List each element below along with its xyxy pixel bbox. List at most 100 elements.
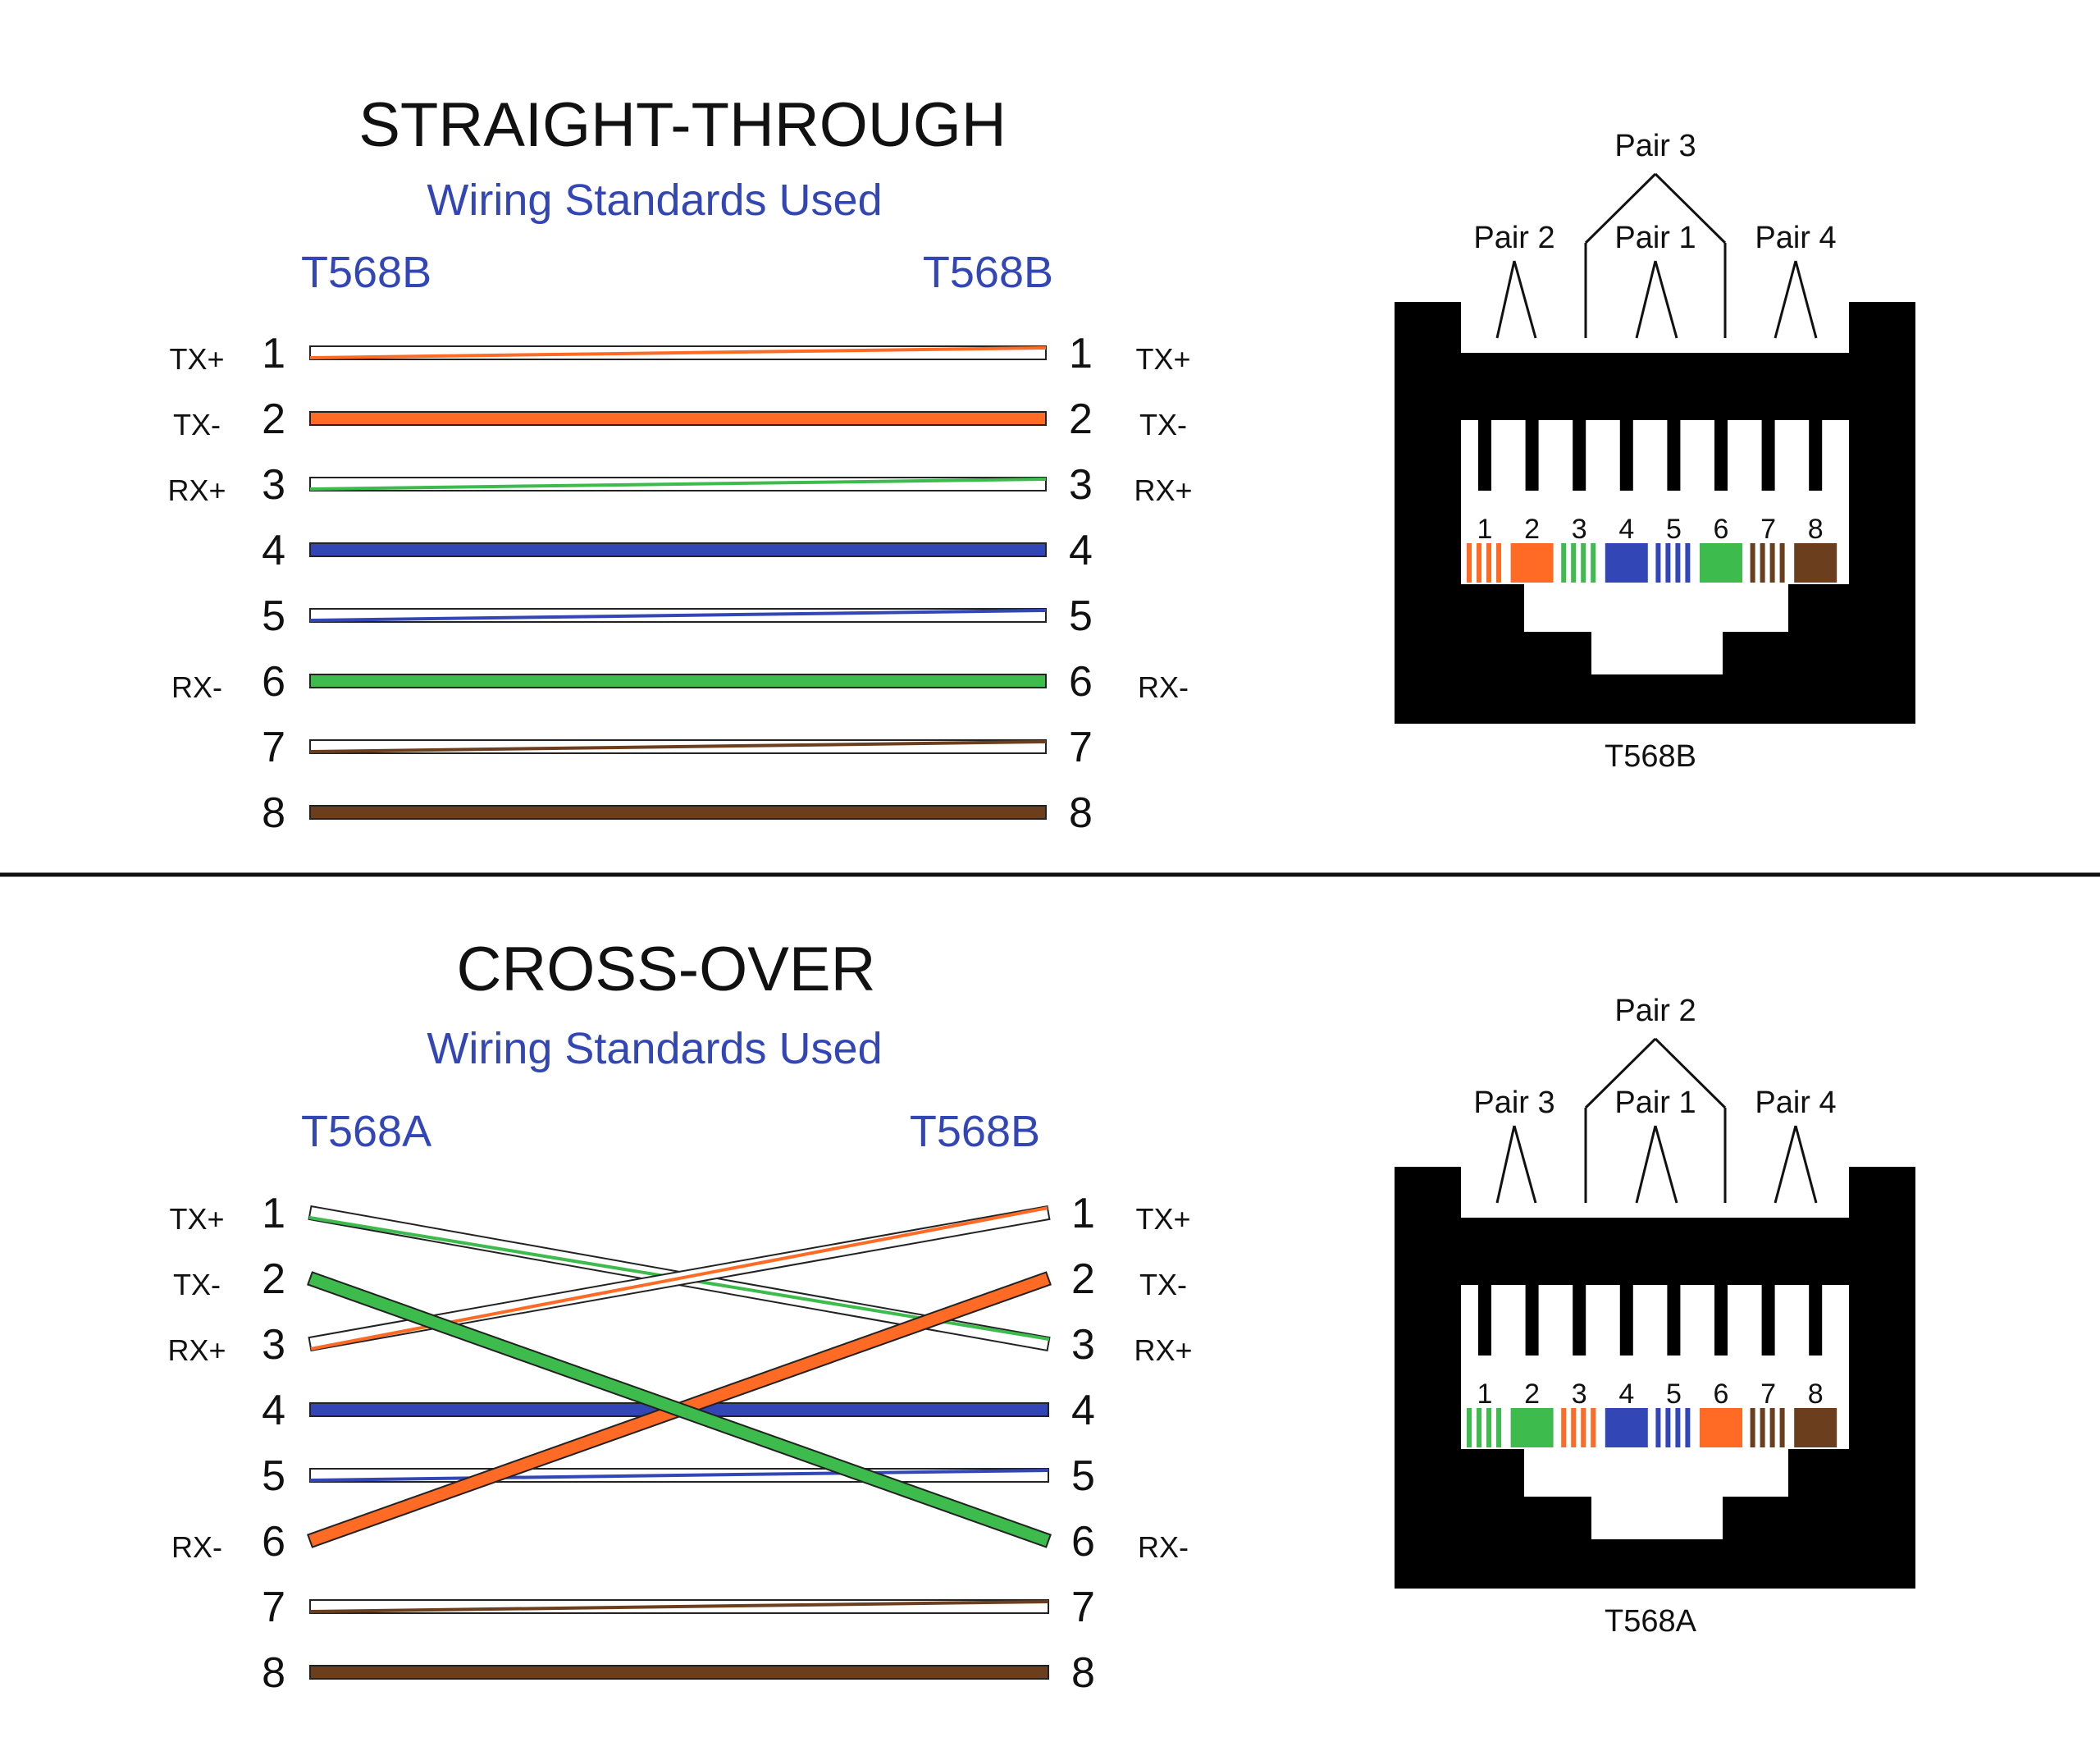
wire-group [307,1205,1052,1680]
left-signal-label: TX- [173,408,221,441]
contact-swatch [1794,543,1838,583]
wire-stripe [309,609,1047,622]
wire-8-to-8 [309,805,1047,820]
left-standard-label: T568B [301,248,431,297]
contact-stripe [1591,1408,1596,1447]
wire-2-to-6 [307,1271,1052,1548]
contact-stripe [1561,543,1567,583]
left-pin-number: 7 [262,724,285,771]
right-pin-number: 3 [1071,1321,1095,1369]
pair-fork-line [1495,260,1516,339]
contact-blade [1573,1285,1586,1356]
contact-swatch [1510,543,1554,583]
contact-color-6 [1700,1408,1742,1447]
contact-number: 6 [1714,514,1729,545]
right-pin-number: 4 [1069,527,1093,574]
contact-color-5 [1652,543,1696,583]
pair-fork-line [1794,1125,1818,1204]
contact-number: 5 [1666,1378,1682,1410]
right-signal-label: TX- [1139,408,1187,441]
left-pin-number: 8 [262,789,285,837]
contact-blade [1573,420,1586,491]
contact-stripe [1581,543,1586,583]
right-signal-label: RX+ [1134,473,1192,507]
wire-core [309,542,1047,557]
wire-3-to-3 [309,477,1047,491]
right-signal-label: TX- [1139,1268,1187,1301]
left-pin-number: 2 [262,395,285,443]
right-pin-number: 7 [1069,724,1093,771]
contact-number: 5 [1666,514,1682,545]
contact-stripe [1769,1408,1775,1447]
pair-label-right: Pair 4 [1755,1086,1836,1120]
contact-number: 3 [1572,514,1587,545]
right-signal-label: TX+ [1135,342,1190,376]
contact-swatch [1605,1408,1648,1447]
contact-number: 8 [1808,514,1824,545]
pair-fork-line [1513,1125,1537,1204]
left-signal-label: RX+ [167,473,226,507]
left-signal-label: TX+ [169,1202,224,1236]
wire-core [307,1271,1052,1548]
straight-through-panel: STRAIGHT-THROUGH Wiring Standards Used T… [167,90,1192,837]
contact-stripe [1496,1408,1501,1447]
pair-fork-line [1635,1125,1657,1204]
right-pin-number: 1 [1069,330,1093,377]
pair-bracket-line [1584,1037,1657,1109]
wire-4-to-4 [309,542,1047,557]
pair-fork-line [1774,1125,1797,1204]
left-pin-number: 1 [262,330,285,377]
pair-bracket-line [1584,172,1657,245]
left-pin-number: 6 [262,658,285,706]
pair-bracket-line [1654,1037,1727,1109]
contact-color-8 [1794,543,1838,583]
panel-title: STRAIGHT-THROUGH [358,90,1007,160]
wire-5-to-5 [309,608,1047,623]
left-standard-label: T568A [301,1107,431,1156]
contact-blade [1478,1285,1491,1356]
pair-label-center: Pair 1 [1614,1086,1696,1120]
contact-number: 4 [1618,1378,1634,1410]
right-pin-number: 6 [1069,658,1093,706]
contact-color-3 [1558,1408,1601,1447]
contact-stripe [1655,1408,1661,1447]
wire-core [309,411,1047,426]
contact-color-8 [1794,1408,1838,1447]
contact-color-4 [1605,1408,1648,1447]
panel-subtitle: Wiring Standards Used [427,1024,882,1073]
contact-swatch [1605,543,1648,583]
left-signal-label: RX- [171,1530,222,1564]
left-pin-number: 3 [262,1321,285,1369]
pair-fork-line [1635,260,1657,339]
right-pin-number: 2 [1071,1255,1095,1303]
contact-blade [1525,420,1539,491]
left-pin-number: 4 [262,1387,285,1434]
contact-blade [1619,1285,1633,1356]
right-signal-label: RX+ [1134,1333,1192,1367]
contact-swatch [1700,1408,1742,1447]
pair-label-top: Pair 3 [1614,129,1696,163]
contact-blade [1525,1285,1539,1356]
pair-fork-line [1495,1125,1516,1204]
right-signal-label: TX+ [1135,1202,1190,1236]
right-signal-label: RX- [1138,1530,1189,1564]
right-signal-label: RX- [1138,670,1189,704]
wire-7-to-7 [309,739,1047,754]
wire-core [309,1665,1049,1680]
pair-bracket-line [1654,172,1727,245]
contact-blade [1809,1285,1823,1356]
right-standard-label: T568B [910,1107,1040,1156]
contact-blade [1667,420,1681,491]
contact-number: 7 [1760,1378,1776,1410]
pair-label-left: Pair 3 [1473,1086,1554,1120]
contact-stripe [1571,543,1577,583]
pair-label-top: Pair 2 [1614,994,1696,1028]
wire-stripe [309,1600,1049,1613]
left-signal-label: RX- [171,670,222,704]
contact-color-2 [1510,1408,1554,1447]
wire-7-to-7 [309,1599,1049,1614]
right-pin-number: 8 [1071,1649,1095,1697]
